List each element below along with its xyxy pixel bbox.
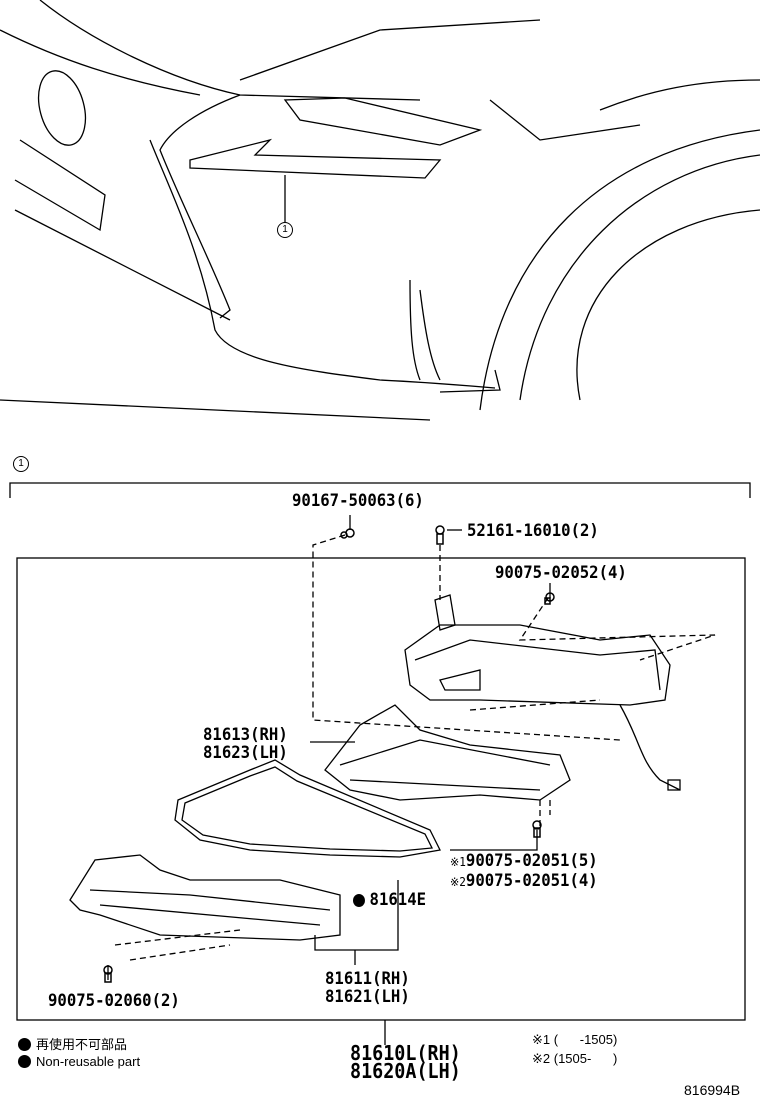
note-mark-2: ※2 bbox=[450, 875, 466, 889]
note-mark-1: ※1 bbox=[450, 855, 466, 869]
part-81621[interactable]: 81621(LH) bbox=[325, 987, 410, 1007]
part-81614E[interactable]: 81614E bbox=[353, 891, 426, 910]
part-90075-02051-note2[interactable]: ※290075-02051(4) bbox=[450, 872, 598, 892]
gasket-drawing bbox=[174, 759, 441, 858]
non-reusable-icon bbox=[18, 1055, 31, 1068]
part-90167-50063[interactable]: 90167-50063(6) bbox=[292, 491, 424, 511]
note-1: ※1 ( -1505) bbox=[532, 1032, 618, 1047]
legend-text: Non-reusable part bbox=[36, 1054, 141, 1069]
diagram-id: 816994B bbox=[684, 1082, 741, 1098]
part-number: 90075-02051(5) bbox=[465, 851, 598, 871]
part-52161-16010[interactable]: 52161-16010(2) bbox=[467, 521, 599, 541]
housing-drawing bbox=[404, 594, 681, 791]
part-number: 90075-02051(4) bbox=[465, 871, 598, 891]
fastener-icons bbox=[103, 525, 555, 983]
note-2: ※2 (1505- ) bbox=[532, 1051, 618, 1066]
legend-text: 再使用不可部品 bbox=[36, 1037, 128, 1052]
part-81611[interactable]: 81611(RH) bbox=[325, 969, 410, 989]
part-90075-02051-note1[interactable]: ※190075-02051(5) bbox=[450, 852, 598, 872]
part-81623[interactable]: 81623(LH) bbox=[203, 743, 288, 763]
part-90075-02060[interactable]: 90075-02060(2) bbox=[48, 991, 180, 1011]
legend-en: Non-reusable part bbox=[18, 1054, 140, 1069]
callout-1-section: 1 bbox=[13, 456, 29, 472]
part-81620A[interactable]: 81620A(LH) bbox=[350, 1059, 461, 1083]
vehicle-front-illustration bbox=[0, 0, 760, 421]
legend-jp: 再使用不可部品 bbox=[18, 1034, 127, 1053]
non-reusable-icon bbox=[18, 1038, 31, 1051]
part-90075-02052[interactable]: 90075-02052(4) bbox=[495, 563, 627, 583]
callout-1-vehicle: 1 bbox=[277, 222, 293, 238]
part-number: 81614E bbox=[369, 890, 427, 910]
non-reusable-icon bbox=[353, 894, 365, 907]
lens-drawing bbox=[69, 854, 341, 941]
part-81613[interactable]: 81613(RH) bbox=[203, 725, 288, 745]
cover-drawing bbox=[324, 704, 571, 801]
part-81610L[interactable]: 81610L(RH) bbox=[350, 1041, 461, 1065]
